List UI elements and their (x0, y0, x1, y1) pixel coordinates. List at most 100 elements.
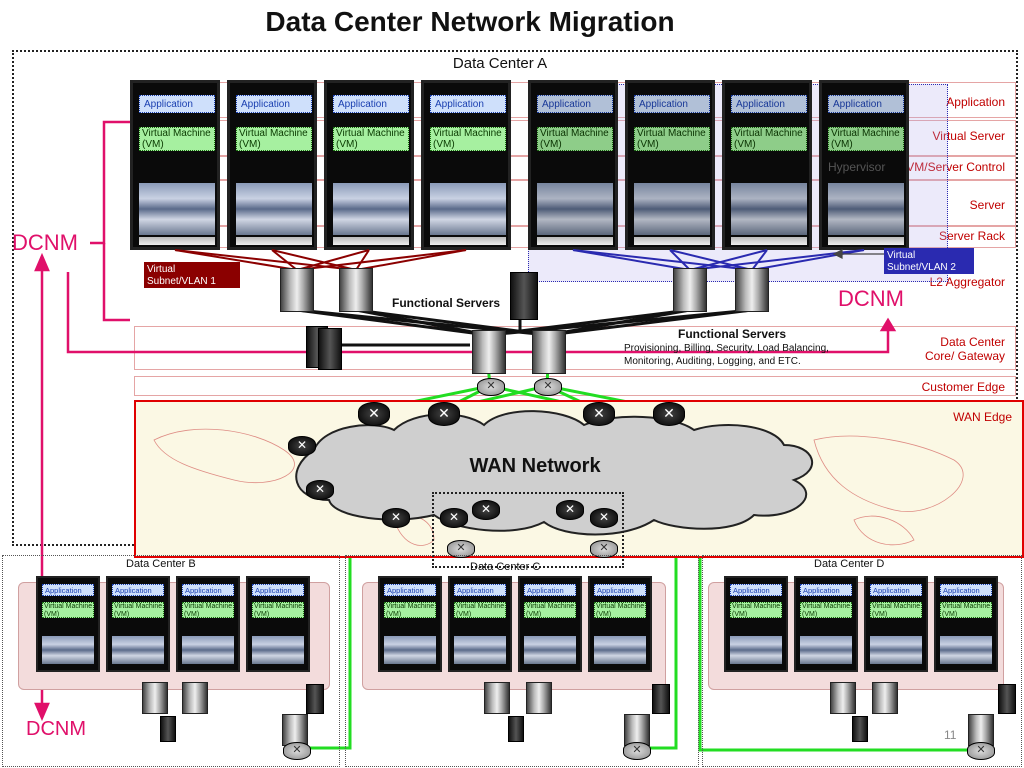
server-tower-icon (306, 684, 324, 714)
layer-label-server-rack: Server Rack (938, 229, 1005, 243)
l2-switch-icon (872, 682, 898, 714)
dcnm-label-bottom: DCNM (26, 718, 86, 740)
server-icon (594, 636, 646, 664)
data-center-d-boundary (702, 555, 1022, 767)
l2-switch-icon (526, 682, 552, 714)
server-icon (537, 183, 613, 235)
application-box: Application (182, 584, 234, 596)
layer-label-customer-edge: Customer Edge (921, 380, 1005, 394)
server-icon (730, 636, 782, 664)
server-tower-icon (652, 684, 670, 714)
core-switch-icon (968, 714, 994, 746)
vm-box: Virtual Machine (VM) (730, 602, 782, 618)
application-box: Application (139, 95, 215, 113)
rack-base-icon (634, 237, 710, 245)
vm-box: Virtual Machine (VM) (731, 127, 807, 151)
vm-box: Virtual Machine (VM) (870, 602, 922, 618)
server-icon (828, 183, 904, 235)
application-box: Application (333, 95, 409, 113)
application-box: Application (594, 584, 646, 596)
layer-l2-aggregator: L2 Aggregator (134, 262, 1016, 324)
hypervisor-label: Hypervisor (828, 160, 886, 174)
application-box: Application (731, 95, 807, 113)
wan-router-icon: ✕ (306, 480, 334, 500)
server-icon (182, 636, 234, 664)
wan-network-label: WAN Network (469, 455, 601, 477)
vm-box: Virtual Machine (VM) (430, 127, 506, 151)
customer-edge-router-icon: ✕ (534, 378, 562, 396)
l2-switch-icon (484, 682, 510, 714)
vm-box: Virtual Machine (VM) (634, 127, 710, 151)
layer-label-virtual-server: Virtual Server (932, 129, 1005, 143)
application-box: Application (940, 584, 992, 596)
vm-box: Virtual Machine (VM) (252, 602, 304, 618)
vm-box: Virtual Machine (VM) (537, 127, 613, 151)
data-center-c-label: Data Center C (470, 561, 541, 573)
layer-label-server: Server (969, 198, 1005, 212)
vm-box: Virtual Machine (VM) (182, 602, 234, 618)
edge-router-icon: ✕ (967, 742, 995, 760)
l2-switch-icon (280, 268, 314, 312)
rack-base-icon (430, 237, 506, 245)
server-icon (139, 183, 215, 235)
dcnm-label-right: DCNM (838, 286, 904, 311)
vlan2-badge: Virtual Subnet/VLAN 2 (884, 248, 974, 274)
wan-router-icon: ✕ (653, 402, 685, 426)
application-box: Application (236, 95, 312, 113)
l2-switch-icon (142, 682, 168, 714)
layer-label-application: Application (946, 95, 1005, 109)
rack-base-icon (333, 237, 409, 245)
edge-router-icon: ✕ (283, 742, 311, 760)
server-tower-icon (998, 684, 1016, 714)
server-icon (800, 636, 852, 664)
functional-servers-description: Provisioning, Billing, Security, Load Ba… (624, 343, 829, 367)
vm-box: Virtual Machine (VM) (594, 602, 646, 618)
core-switch-icon (624, 714, 650, 746)
page-title: Data Center Network Migration (265, 6, 675, 37)
application-box: Application (800, 584, 852, 596)
rack-base-icon (828, 237, 904, 245)
rack-base-icon (537, 237, 613, 245)
server-icon (940, 636, 992, 664)
l2-switch-icon (182, 682, 208, 714)
edge-router-icon: ✕ (623, 742, 651, 760)
server-icon (42, 636, 94, 664)
server-icon (236, 183, 312, 235)
l2-switch-icon (830, 682, 856, 714)
server-icon (112, 636, 164, 664)
layer-label-l2-aggregator: L2 Aggregator (929, 275, 1005, 289)
server-icon (333, 183, 409, 235)
l2-switch-icon (735, 268, 769, 312)
server-tower-icon (852, 716, 868, 742)
data-center-d-label: Data Center D (814, 558, 885, 570)
server-icon (430, 183, 506, 235)
functional-servers-label-2: Functional Servers (678, 327, 787, 341)
server-icon (252, 636, 304, 664)
application-box: Application (454, 584, 506, 596)
server-icon (870, 636, 922, 664)
l2-switch-icon (339, 268, 373, 312)
rack-base-icon (731, 237, 807, 245)
core-switch-icon (532, 330, 566, 374)
data-center-a-label: Data Center A (452, 55, 548, 72)
wan-router-icon: ✕ (556, 500, 584, 520)
layer-label-wan-edge: WAN Edge (953, 410, 1012, 424)
server-tower-icon (318, 328, 342, 370)
wan-router-icon: ✕ (583, 402, 615, 426)
application-box: Application (524, 584, 576, 596)
server-icon (384, 636, 436, 664)
wan-router-icon: ✕ (382, 508, 410, 528)
